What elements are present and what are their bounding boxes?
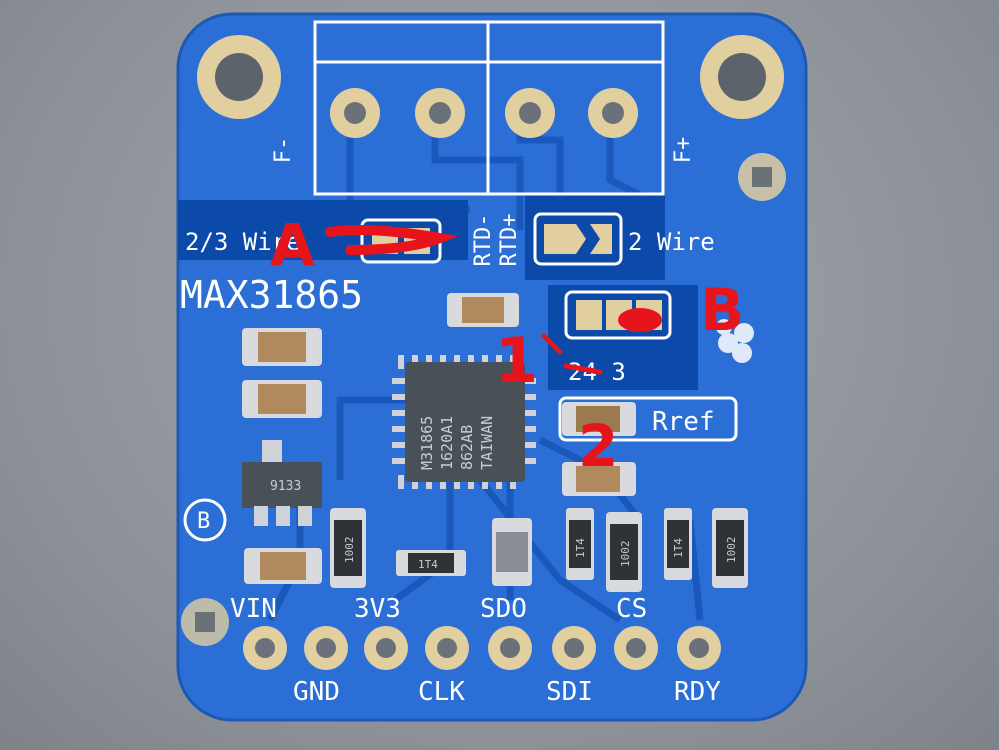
pin-label-rdy: RDY: [674, 677, 721, 707]
via-pad: [181, 598, 229, 646]
svg-text:1002: 1002: [725, 537, 738, 564]
chip-line-3: 862AB: [458, 425, 476, 470]
svg-text:1002: 1002: [343, 537, 356, 564]
header-pins: [243, 626, 721, 670]
smd-component: [492, 518, 532, 586]
annotation-b: B: [618, 276, 744, 344]
svg-text:1T4: 1T4: [418, 558, 438, 571]
annotation-1: 1: [495, 324, 603, 397]
regulator-marking: 9133: [270, 479, 301, 494]
b-logo-icon: B: [183, 498, 227, 542]
max31865-chip: M31865 1620A1 862AB TAIWAN: [392, 355, 536, 489]
svg-text:2: 2: [578, 412, 618, 480]
svg-text:1T4: 1T4: [574, 538, 587, 558]
chip-line-1: M31865: [418, 416, 436, 470]
diode-1t4: 1T4: [566, 508, 594, 580]
smd-component: [244, 548, 322, 584]
jumper-23wire-label: 2/3 Wire: [185, 228, 301, 256]
terminal-pads: [330, 88, 638, 138]
jumper-243-pad: [564, 290, 672, 340]
smd-component: [562, 402, 636, 436]
smd-component: [447, 293, 519, 327]
pin-label-3v3: 3V3: [354, 594, 401, 624]
svg-text:B: B: [700, 276, 744, 344]
mounting-hole-icon: [197, 35, 281, 119]
svg-text:1002: 1002: [619, 541, 632, 568]
pin-label-cs: CS: [616, 594, 647, 624]
board-title: MAX31865: [180, 273, 363, 317]
rtd-plus-label: RTD+: [497, 214, 522, 267]
svg-text:1T4: 1T4: [672, 538, 685, 558]
mounting-hole-icon: [700, 35, 784, 119]
pin-label-clk: CLK: [418, 677, 465, 707]
rtd-minus-label: RTD-: [471, 214, 496, 267]
diode-1t4: 1T4: [396, 550, 466, 576]
annotation-a: A: [270, 211, 459, 279]
smd-component: [242, 328, 322, 366]
diode-1t4: 1T4: [664, 508, 692, 580]
f-minus-label: F-: [271, 137, 296, 164]
pin-label-gnd: GND: [293, 677, 340, 707]
smd-component: [562, 462, 636, 496]
f-plus-label: F+: [671, 137, 696, 164]
rref-label: Rref: [652, 407, 715, 437]
voltage-regulator: 9133: [242, 440, 322, 526]
annotation-2: 2: [578, 412, 618, 480]
pin-label-sdo: SDO: [480, 594, 527, 624]
resistor-1002: 1002: [606, 512, 642, 592]
pin-label-vin: VIN: [230, 594, 277, 624]
svg-text:B: B: [197, 509, 210, 534]
svg-text:A: A: [270, 211, 315, 279]
screw-terminal-icon: [313, 20, 665, 196]
chip-line-2: 1620A1: [438, 416, 456, 470]
resistor-1002: 1002: [712, 508, 748, 588]
chip-line-4: TAIWAN: [478, 416, 496, 470]
adafruit-flower-icon: [716, 319, 754, 363]
resistor-1002: 1002: [330, 508, 366, 588]
rref-label-box: [558, 396, 738, 442]
jumper-2wire-pad: [533, 212, 623, 266]
jumper-2wire-label: 2 Wire: [628, 228, 715, 256]
smd-component: [242, 380, 322, 418]
pin-label-sdi: SDI: [546, 677, 593, 707]
via-pad: [738, 153, 786, 201]
svg-text:1: 1: [495, 324, 538, 397]
